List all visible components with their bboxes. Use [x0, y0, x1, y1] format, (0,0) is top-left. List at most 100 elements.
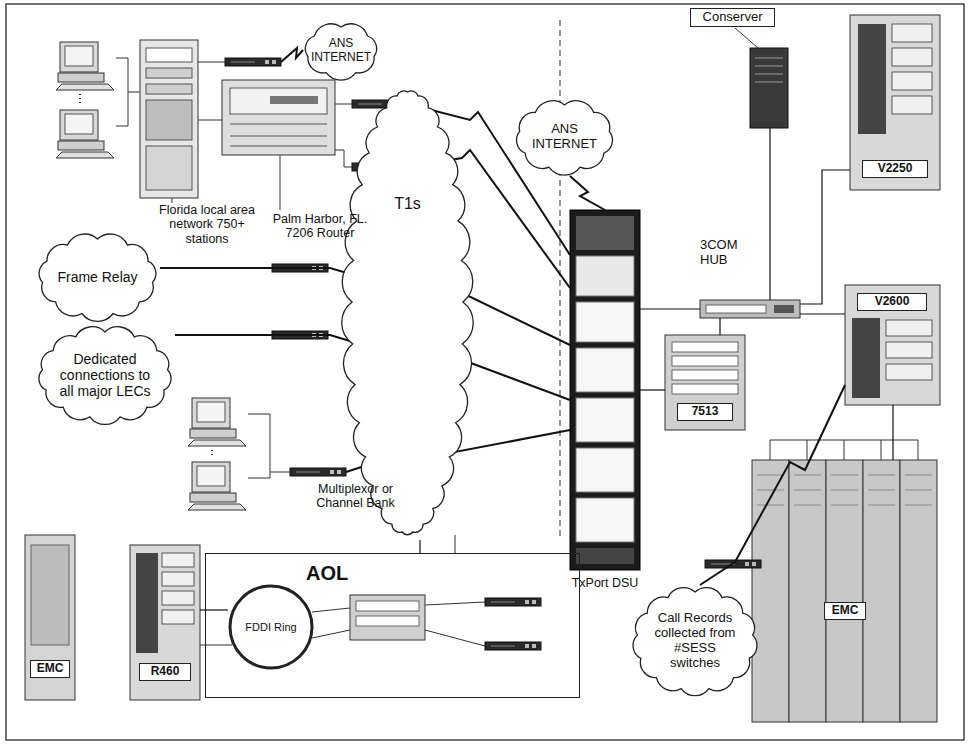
router-part: [230, 88, 327, 114]
router-7513-part: [672, 370, 738, 380]
callout-label: Florida local area network 750+ stations: [152, 203, 262, 246]
storage-cabinets: [752, 460, 937, 722]
cloud-outline: [39, 327, 171, 425]
router-7513: [665, 335, 745, 430]
v2250-server-part: [892, 48, 932, 66]
network-cloud: Frame Relay: [35, 232, 160, 322]
r460-server-part: [162, 610, 194, 624]
storage-bus: [770, 440, 918, 460]
cloud-outline: [39, 234, 156, 321]
network-hub-part: [700, 300, 800, 318]
dsu-rack: [570, 210, 640, 570]
link-line: [800, 313, 845, 314]
router-7513-part: [665, 335, 745, 430]
v2600-server-part: [886, 342, 932, 358]
dsu-rack-part: [576, 216, 634, 250]
network-hub-part: [774, 305, 794, 313]
node-text: Call Records collected from #SESS switch…: [648, 611, 742, 671]
v2600-server: [845, 285, 940, 405]
internet-cloud: ANS INTERNET: [512, 98, 617, 176]
device-label: V2600: [857, 293, 927, 311]
console-server-part: [755, 74, 783, 75]
dsu-rack-part: [576, 448, 634, 492]
device-label: 7513: [677, 403, 733, 421]
v2600-server-part: [886, 364, 932, 380]
router-7513-part: [672, 384, 738, 394]
cloud-outline: [345, 85, 470, 540]
server-device: V2250: [850, 15, 940, 190]
server-rack-part: [146, 84, 192, 94]
link-line: [640, 389, 665, 390]
t1-link: [455, 535, 456, 553]
r460-server-part: [130, 545, 200, 700]
dsu-rack-part: [576, 398, 634, 442]
router: [222, 80, 335, 155]
device-label: AOL: [306, 562, 348, 585]
cloud-outline: [342, 91, 474, 535]
device-label: 3COM HUB: [700, 238, 750, 268]
lightning-link: [281, 48, 303, 62]
link-line: [800, 170, 850, 304]
storage-cabinets-part: [863, 460, 900, 722]
lan-wire: [248, 414, 290, 478]
divider-line: [560, 20, 561, 540]
device-label: V2250: [862, 160, 928, 178]
router-part: [230, 136, 327, 137]
node-text: FDDI Ring: [240, 621, 302, 634]
r460-server-part: [162, 591, 194, 605]
console-server-part: [755, 66, 783, 67]
t1-cloud: T1s: [345, 85, 470, 540]
server-rack-part: [146, 100, 192, 140]
storage-cabinets-part: [789, 460, 826, 722]
dsu-rack-part: [576, 256, 634, 296]
node-text: T1s: [345, 195, 470, 213]
leader-line: [280, 155, 281, 210]
link-line: [719, 318, 720, 335]
node-text: Frame Relay: [53, 269, 142, 285]
router-device: 7513: [665, 335, 745, 430]
v2600-server-part: [845, 285, 940, 405]
link-line: [892, 405, 893, 460]
console-server-part: [755, 82, 783, 83]
server-rack-part: [140, 40, 198, 198]
aol-router-part: [350, 595, 425, 640]
workstation: [188, 398, 246, 446]
node-text: ANS INTERNET: [527, 122, 602, 152]
device-label: EMC: [824, 602, 866, 620]
storage-cabinets-part: [900, 460, 937, 722]
callout-label: Multiplexor or Channel Bank: [298, 482, 413, 511]
device-label: R460: [139, 663, 191, 681]
dsu-rack: TxPort DSU: [570, 210, 640, 570]
router-7513-part: [672, 342, 738, 352]
fddi-ring: FDDI Ring: [228, 584, 314, 670]
router-7513-part: [672, 356, 738, 366]
r460-server-part: [162, 572, 194, 586]
cloud-outline: [305, 24, 376, 80]
link-line: [419, 540, 420, 553]
ellipsis-dots: [211, 450, 213, 458]
dsu-rack-part: [576, 348, 634, 392]
link-line: [570, 176, 605, 210]
network-hub: [700, 300, 800, 318]
server-rack-part: [146, 68, 192, 78]
device-label: Conserver: [690, 8, 775, 27]
network-hub: 3COM HUB: [700, 300, 800, 318]
network-hub-part: [706, 305, 766, 313]
lan-wire: [116, 58, 140, 126]
r460-server: [130, 545, 200, 700]
v2250-server: [850, 15, 940, 190]
console-server: [750, 48, 788, 128]
aol-router-part: [356, 616, 419, 626]
v2250-server-part: [892, 72, 932, 90]
cloud-outline: [517, 101, 613, 175]
leader-line: [735, 28, 758, 48]
workstation: [188, 462, 246, 510]
server-rack: [140, 40, 198, 198]
router-part: [230, 124, 327, 125]
dsu-unit: [485, 598, 541, 606]
internet-cloud: ANS INTERNET: [300, 20, 382, 82]
storage-cabinets-part: [757, 475, 932, 505]
node-text: ANS INTERNET: [311, 37, 371, 65]
